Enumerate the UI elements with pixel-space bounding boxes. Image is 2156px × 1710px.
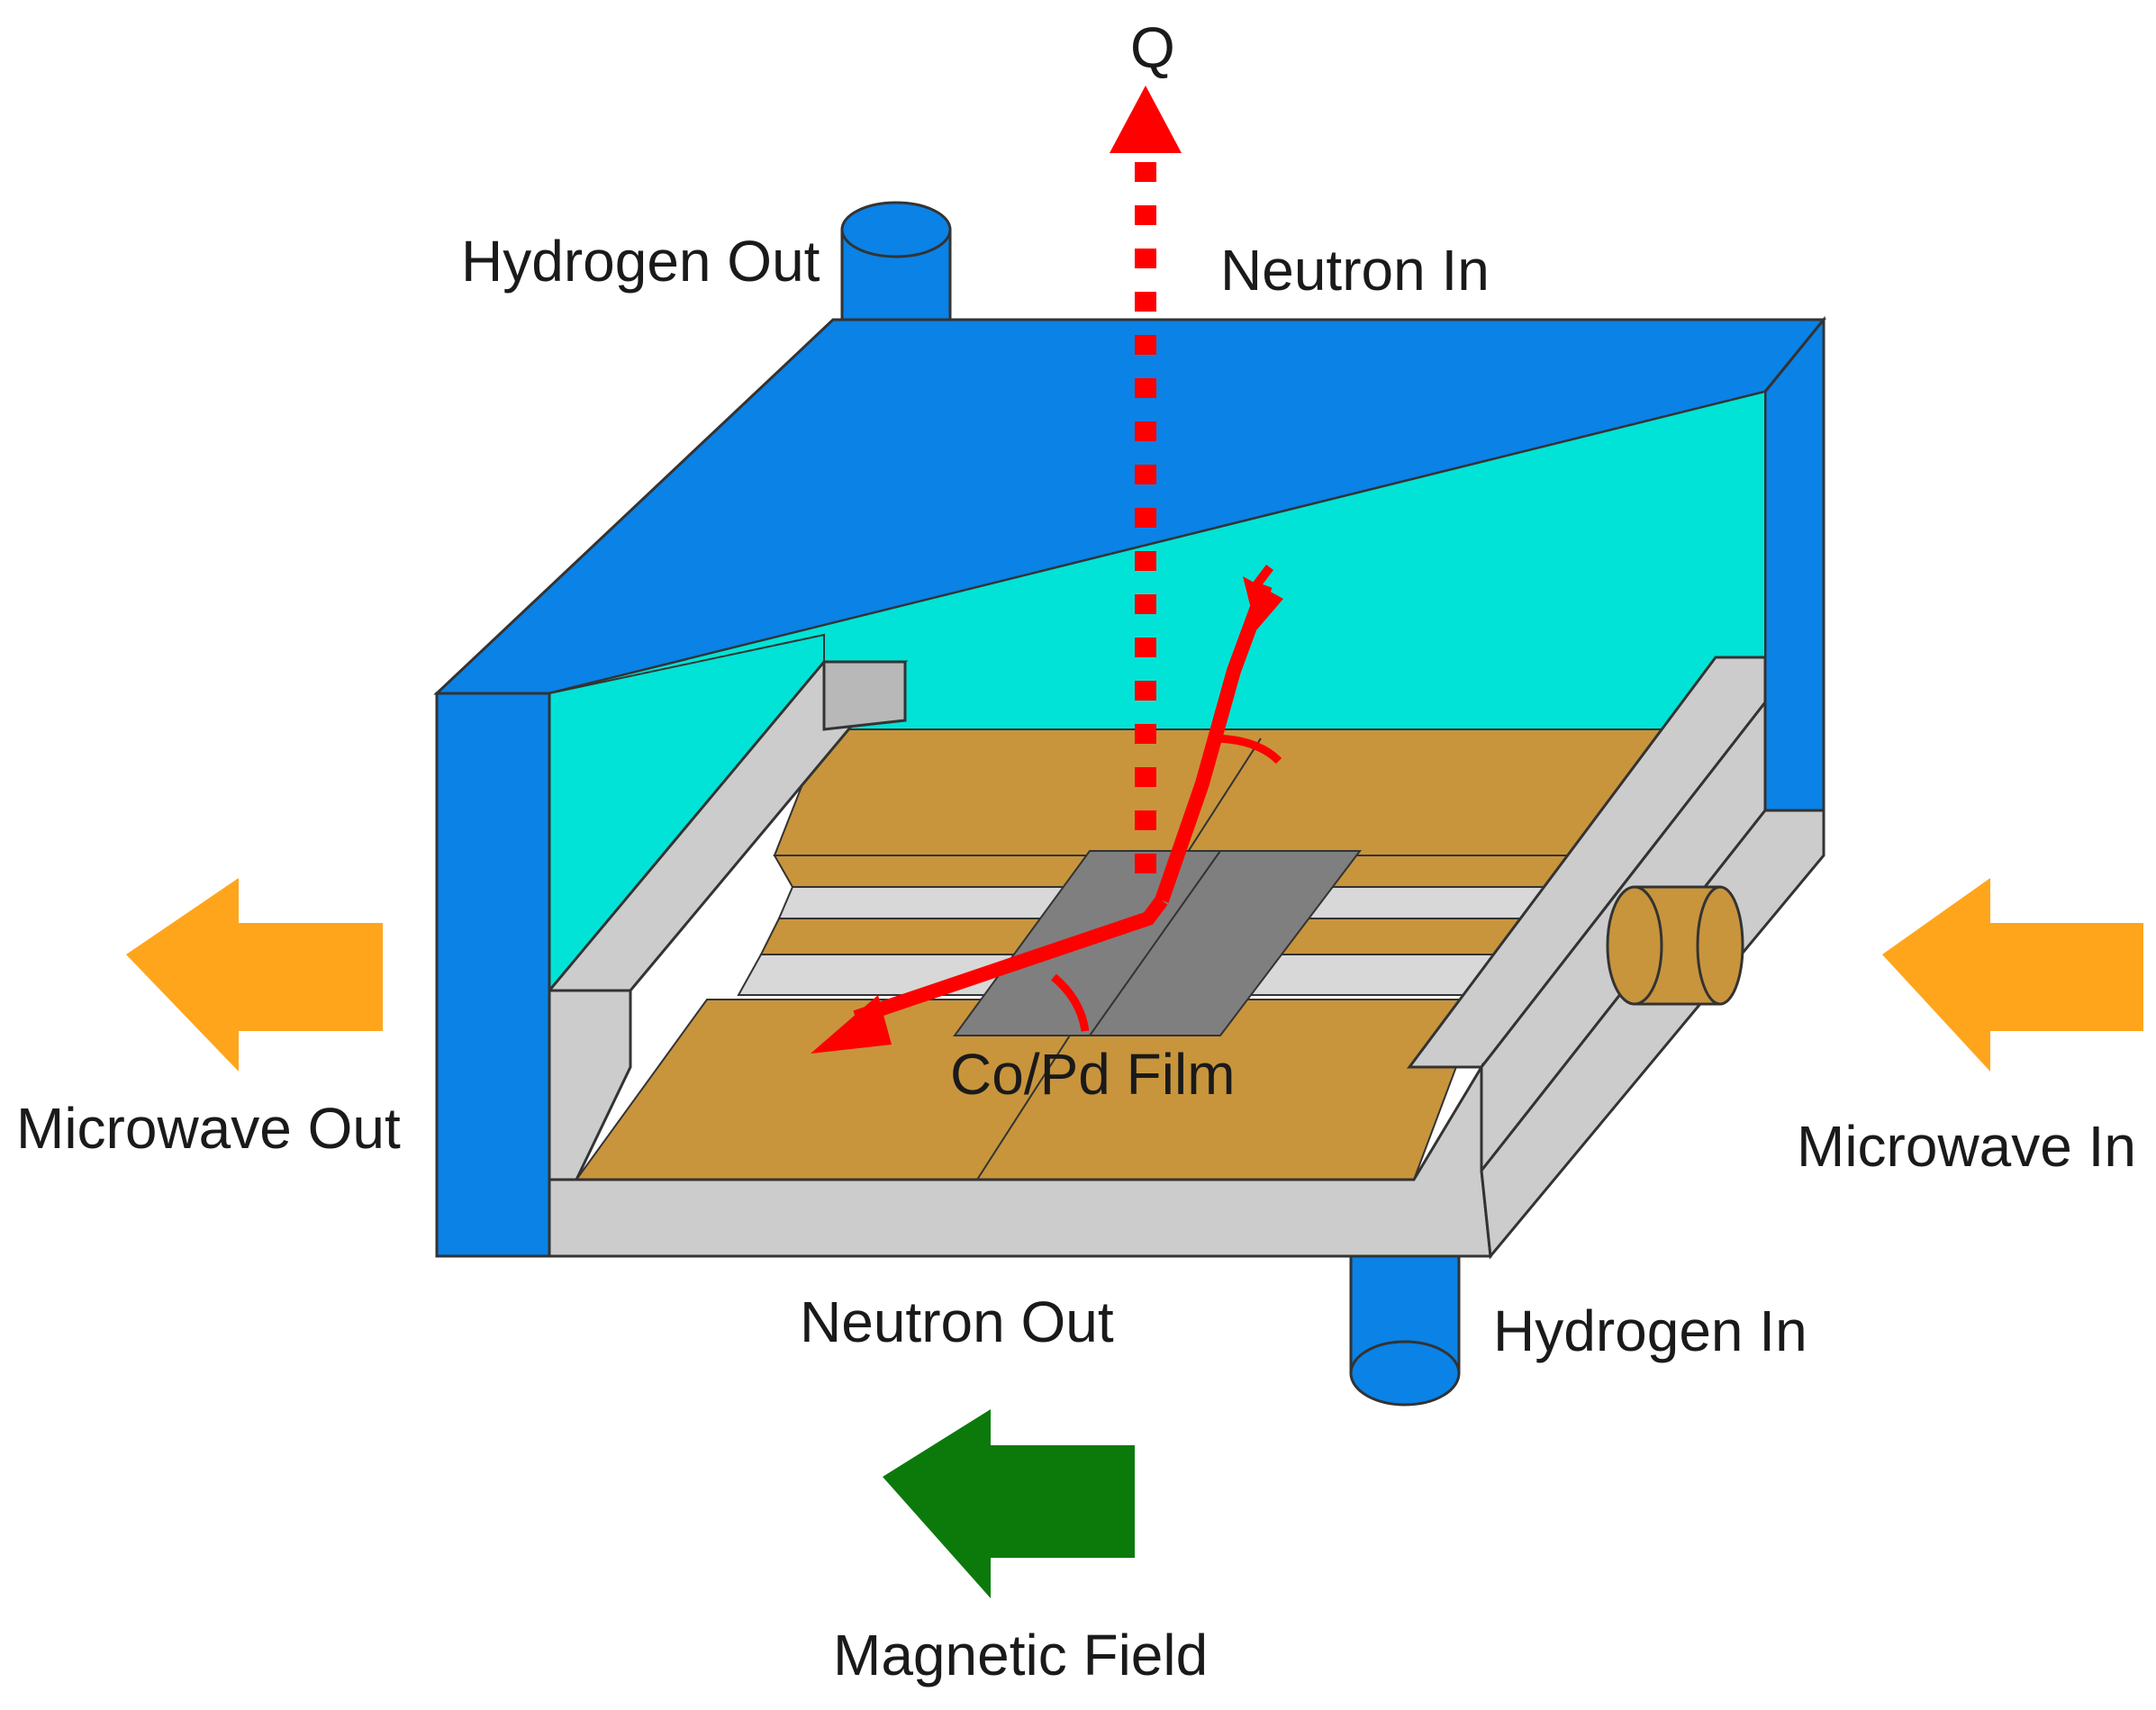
neutron-out-path [853, 896, 1168, 1025]
chamber-left-post [435, 692, 551, 1258]
magnetic-field-label: Magnetic Field [833, 1623, 1208, 1687]
magnetic-field-arrow [883, 1409, 1135, 1598]
neutron-out-label: Neutron Out [800, 1289, 1114, 1354]
neutron-in-arrowhead [1243, 576, 1283, 630]
microwave-in-label: Microwave In [1797, 1114, 2136, 1179]
hydrogen-out-label: Hydrogen Out [461, 229, 820, 294]
q-arrow-head [1110, 86, 1182, 153]
neutron-in-path [1155, 583, 1273, 903]
microwave-out-arrow [126, 878, 383, 1072]
chamber-right-post [1763, 315, 1825, 882]
microwave-in-arrow [1882, 878, 2143, 1072]
neutron-out-arrowhead [811, 995, 892, 1054]
film-label: Co/Pd Film [950, 1042, 1236, 1107]
q-label: Q [1130, 15, 1175, 80]
hydrogen-in-pipe [1349, 1254, 1461, 1407]
angle-arc-bottom [1051, 973, 1090, 1032]
microwave-port [1606, 885, 1744, 1006]
right-rail-top [1407, 656, 1767, 1069]
substrate-back [773, 728, 1672, 856]
angle-arc-top [1210, 734, 1282, 765]
hydrogen-in-label: Hydrogen In [1493, 1298, 1807, 1363]
left-rail-side [822, 660, 907, 731]
microwave-out-label: Microwave Out [16, 1096, 401, 1161]
neutron-in-label: Neutron In [1220, 238, 1490, 303]
